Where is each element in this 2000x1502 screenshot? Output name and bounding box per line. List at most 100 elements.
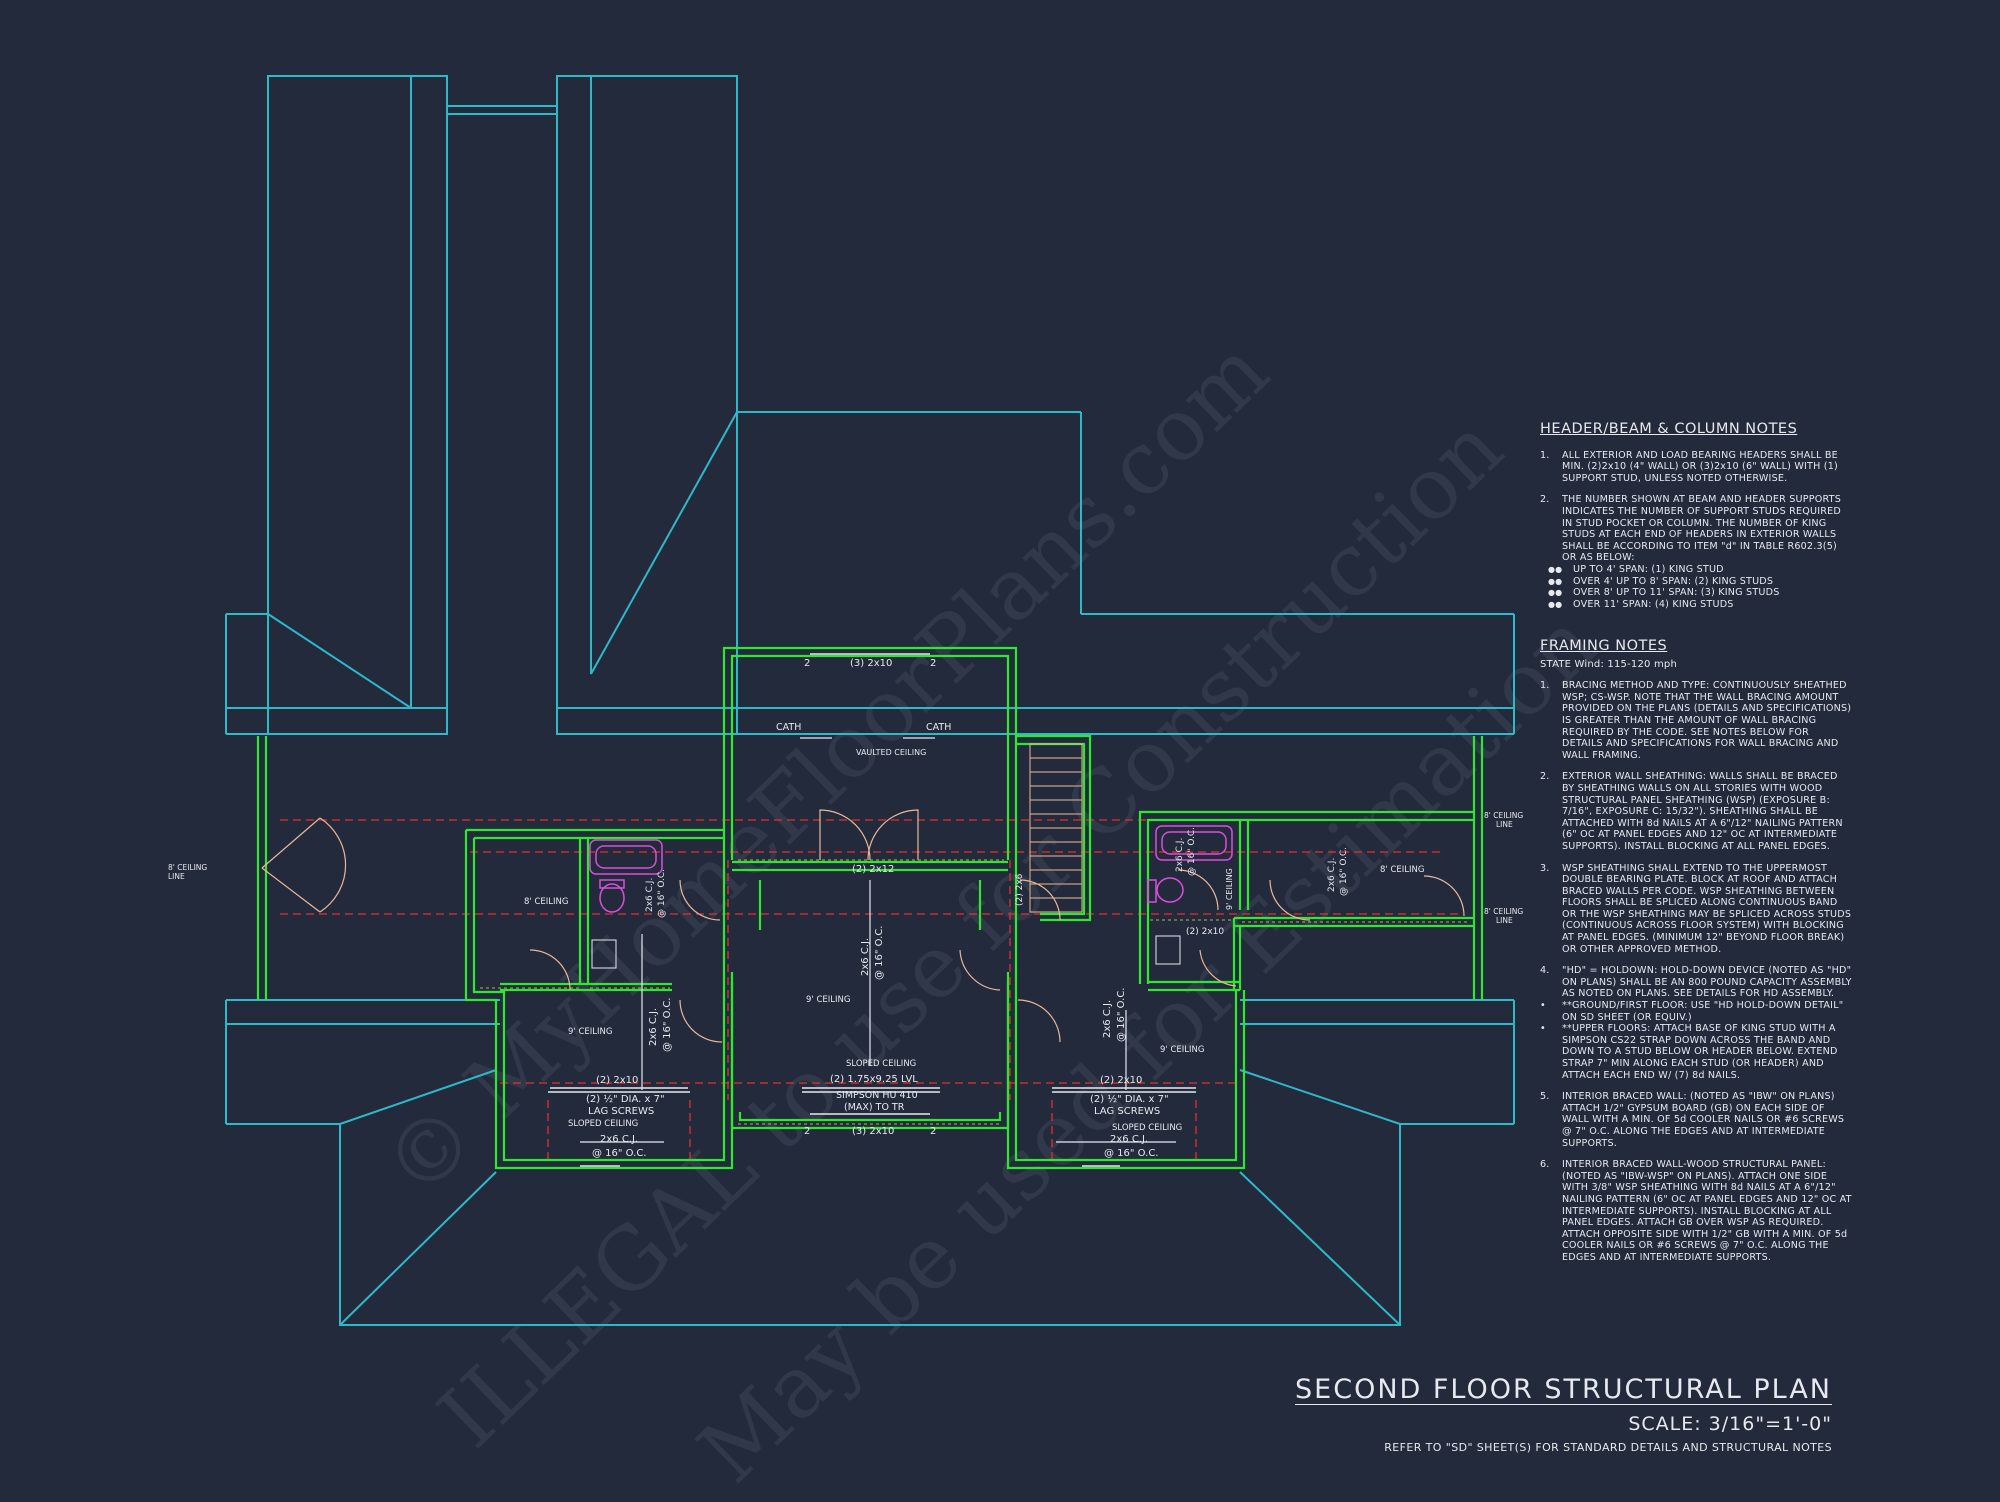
note-number: 5. [1540, 1091, 1550, 1103]
label-cj-left-a: 2x6 C.J. [648, 1008, 659, 1046]
drawing-reference: REFER TO "SD" SHEET(S) FOR STANDARD DETA… [1384, 1441, 1832, 1454]
note-text: ALL EXTERIOR AND LOAD BEARING HEADERS SH… [1562, 449, 1838, 484]
list-item: 2. THE NUMBER SHOWN AT BEAM AND HEADER S… [1540, 494, 1852, 564]
list-item: ●● OVER 4' UP TO 8' SPAN: (2) KING STUDS [1548, 576, 1852, 588]
label-ceiling-line-left-b: LINE [168, 872, 185, 881]
label-ceiling-9-right: 9' CEILING [1160, 1045, 1204, 1055]
note-text: WSP SHEATHING SHALL EXTEND TO THE UPPERM… [1562, 862, 1852, 955]
label-ceiling-9-vert: 9' CEILING [1225, 868, 1234, 910]
label-cj-right-b: @ 16" O.C. [1116, 988, 1127, 1043]
label-lag-right-b: LAG SCREWS [1094, 1106, 1160, 1117]
list-item: ●● OVER 8' UP TO 11' SPAN: (3) KING STUDS [1548, 587, 1852, 599]
bullet-icon: ●● [1548, 576, 1563, 586]
label-header-2x12: (2) 2x12 [852, 864, 894, 875]
label-header-2x10-bath: (2) 2x10 [1186, 927, 1224, 937]
label-simpson: SIMPSON HU 410 [836, 1090, 918, 1101]
note-number: 4. [1540, 965, 1550, 977]
label-lag-left-b: LAG SCREWS [588, 1106, 654, 1117]
headers [548, 653, 1196, 1167]
bullet-text: OVER 11' SPAN: (4) KING STUDS [1573, 598, 1734, 610]
list-item: 6. INTERIOR BRACED WALL-WOOD STRUCTURAL … [1540, 1159, 1852, 1263]
dimension-arrows [580, 737, 1176, 1143]
list-item: ●● OVER 11' SPAN: (4) KING STUDS [1548, 599, 1852, 611]
label-cj-bath-left-a: 2x6 C.J. [645, 878, 655, 912]
note-text: THE NUMBER SHOWN AT BEAM AND HEADER SUPP… [1562, 494, 1841, 564]
note-text: **GROUND/FIRST FLOOR: USE "HD HOLD-DOWN … [1562, 1000, 1844, 1023]
header-notes-title: HEADER/BEAM & COLUMN NOTES [1540, 421, 1798, 437]
list-item: 2. EXTERIOR WALL SHEATHING: WALLS SHALL … [1540, 771, 1852, 852]
note-text: EXTERIOR WALL SHEATHING: WALLS SHALL BE … [1562, 771, 1843, 852]
label-ceiling-line-left-a: 8' CEILING [168, 863, 207, 872]
label-cj-bath-right-b: @ 16" O.C. [1187, 827, 1197, 876]
label-header-2x10-left: (2) 2x10 [596, 1075, 638, 1086]
label-post-bottom-left: 2 [804, 1126, 810, 1137]
label-cath-left: CATH [776, 722, 801, 733]
label-cj-bottom-right-b: @ 16" O.C. [1104, 1148, 1159, 1159]
label-sloped-right: SLOPED CEILING [1112, 1123, 1182, 1133]
label-vaulted-ceiling: VAULTED CEILING [856, 748, 926, 757]
note-text: "HD" = HOLDOWN: HOLD-DOWN DEVICE (NOTED … [1562, 965, 1852, 1000]
label-header-2x10-right: (2) 2x10 [1100, 1075, 1142, 1086]
label-cj-bath-right-a: 2x6 C.J. [1175, 838, 1185, 872]
list-item: ●● UP TO 4' SPAN: (1) KING STUD [1548, 564, 1852, 576]
label-ceiling-line-right1-a: 8' CEILING [1484, 811, 1523, 820]
title-block: SECOND FLOOR STRUCTURAL PLAN SCALE: 3/16… [1295, 1374, 1832, 1454]
plan-labels: (3) 2x10 2 2 CATH CATH VAULTED CEILING (… [168, 658, 1523, 1159]
label-post-top-left: 2 [804, 658, 810, 669]
list-item: • **GROUND/FIRST FLOOR: USE "HD HOLD-DOW… [1540, 1000, 1852, 1023]
doors [261, 809, 1465, 1043]
label-ceiling-9-center: 9' CEILING [806, 995, 850, 1005]
bullet-text: UP TO 4' SPAN: (1) KING STUD [1573, 563, 1724, 575]
bullet-icon: ●● [1548, 599, 1563, 609]
list-item: 3. WSP SHEATHING SHALL EXTEND TO THE UPP… [1540, 863, 1852, 956]
roof-outline [225, 75, 1515, 1326]
label-cath-right: CATH [926, 722, 951, 733]
label-ceiling-9-left: 9' CEILING [568, 1027, 612, 1037]
label-sloped-ceiling-center: SLOPED CEILING [846, 1059, 916, 1069]
bullet-text: OVER 4' UP TO 8' SPAN: (2) KING STUDS [1573, 575, 1774, 587]
note-number: 6. [1540, 1159, 1550, 1171]
label-max-tr: (MAX) TO TR [844, 1102, 905, 1113]
label-ceiling-8-left-room: 8' CEILING [524, 897, 568, 907]
note-number: 1. [1540, 680, 1550, 692]
label-cj-right-a: 2x6 C.J. [1102, 1000, 1113, 1038]
header-beam-notes: HEADER/BEAM & COLUMN NOTES 1. ALL EXTERI… [1540, 421, 1852, 610]
list-item: 1. BRACING METHOD AND TYPE: CONTINUOUSLY… [1540, 680, 1852, 761]
drawing-title: SECOND FLOOR STRUCTURAL PLAN [1295, 1374, 1832, 1405]
stairs [1029, 743, 1083, 913]
label-ceiling-line-right2-b: LINE [1496, 916, 1513, 925]
plumbing-fixtures [589, 825, 1233, 913]
bullet-icon: ●● [1548, 588, 1563, 598]
label-stair-2x6: (2) 2x6 [1015, 873, 1025, 906]
label-lag-left-a: (2) ½" DIA. x 7" [586, 1093, 665, 1105]
label-lag-right-a: (2) ½" DIA. x 7" [1090, 1093, 1169, 1105]
framing-notes: FRAMING NOTES STATE Wind: 115-120 mph 1.… [1540, 639, 1852, 1274]
label-header-bottom: (3) 2x10 [852, 1126, 894, 1137]
label-post-bottom-right: 2 [930, 1126, 936, 1137]
drawing-scale: SCALE: 3/16"=1'-0" [1628, 1413, 1832, 1435]
label-ceiling-line-right1-b: LINE [1496, 820, 1513, 829]
wall-hatch [480, 859, 1470, 1125]
framing-notes-subtitle: STATE Wind: 115-120 mph [1540, 658, 1678, 670]
bullet-icon: • [1540, 1023, 1546, 1035]
label-lvl: (2) 1.75x9.25 LVL [830, 1074, 918, 1085]
king-stud-list: ●● UP TO 4' SPAN: (1) KING STUD ●● OVER 4'… [1548, 564, 1852, 610]
note-text: **UPPER FLOORS: ATTACH BASE OF KING STUD… [1562, 1023, 1838, 1081]
label-cj-bottom-left-b: @ 16" O.C. [592, 1148, 647, 1159]
note-number: 2. [1540, 771, 1550, 783]
note-number: 2. [1540, 494, 1550, 506]
sinks [591, 935, 1181, 969]
label-cj-bottom-right-a: 2x6 C.J. [1110, 1134, 1148, 1145]
list-item: 5. INTERIOR BRACED WALL: (NOTED AS "IBW"… [1540, 1091, 1852, 1149]
label-ceiling-line-right2-a: 8' CEILING [1484, 907, 1523, 916]
note-number: 3. [1540, 862, 1550, 874]
note-text: BRACING METHOD AND TYPE: CONTINUOUSLY SH… [1562, 680, 1852, 761]
bullet-icon: ●● [1548, 564, 1563, 574]
label-sloped-left: SLOPED CEILING [568, 1119, 638, 1129]
label-cj-right-room-a: 2x6 C.J. [1327, 858, 1337, 892]
label-cj-center-a: 2x6 C.J. [860, 938, 871, 976]
bullet-text: OVER 8' UP TO 11' SPAN: (3) KING STUDS [1573, 587, 1780, 599]
note-number: 1. [1540, 449, 1550, 461]
label-cj-bath-left-b: @ 16" O.C. [657, 869, 667, 918]
